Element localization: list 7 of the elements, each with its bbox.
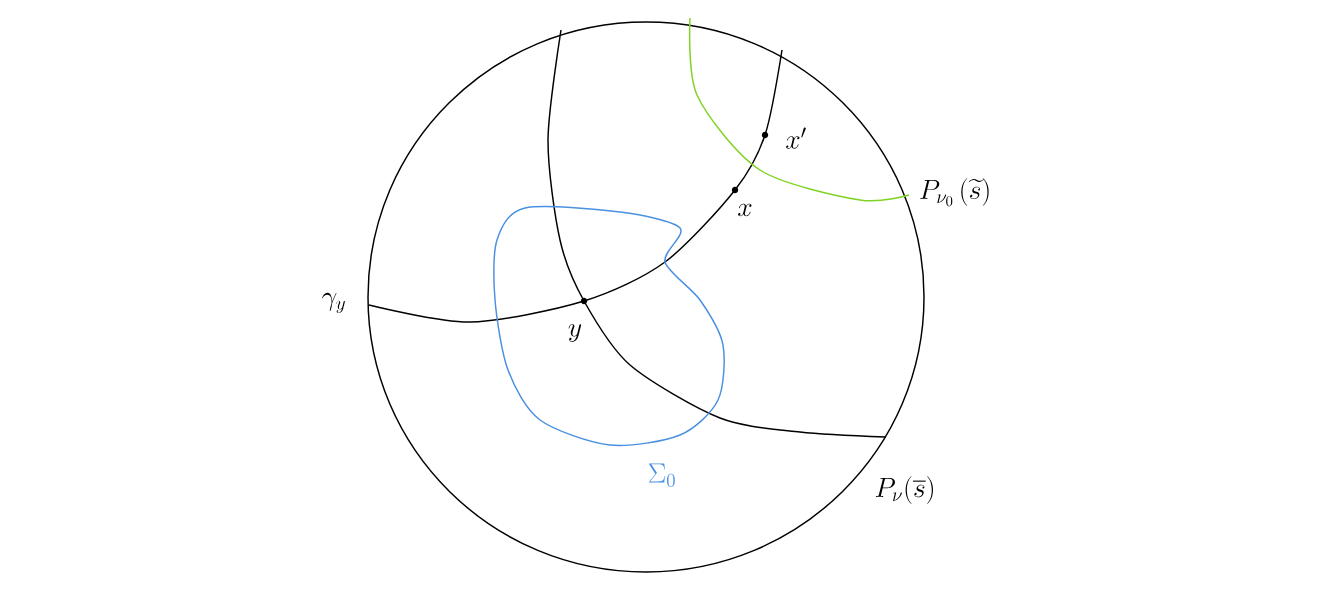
math-label: $P_{\nu_0}\left(\widetilde{s}\right)$ xyxy=(920,178,989,207)
math-label: $\gamma_y$ xyxy=(322,292,345,314)
math-label: $\Sigma_0$ xyxy=(649,463,675,487)
math-label: $P_\nu(\overline{s})$ xyxy=(875,476,933,504)
math-label: $x'$ xyxy=(786,127,806,149)
math-label: $y$ xyxy=(568,324,582,342)
math-label: $x$ xyxy=(738,203,752,217)
